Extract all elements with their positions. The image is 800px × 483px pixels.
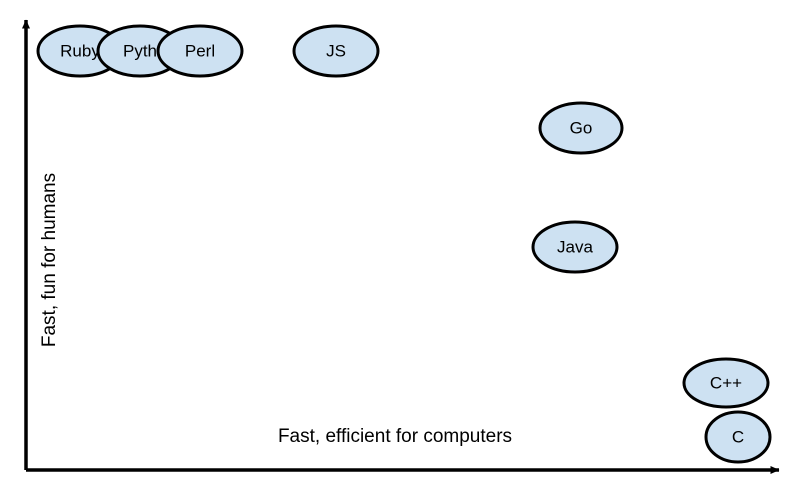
x-axis-label: Fast, efficient for computers — [278, 426, 512, 447]
y-axis-label: Fast, fun for humans — [39, 173, 60, 347]
data-point-ellipse — [292, 24, 380, 78]
data-point-c[interactable]: C — [704, 410, 772, 464]
data-point-ellipse — [538, 101, 624, 155]
data-point-ellipse — [531, 220, 619, 274]
data-point-label: Perl — [185, 41, 215, 60]
data-point-label: JS — [326, 41, 346, 60]
data-point-go[interactable]: Go — [538, 101, 624, 155]
data-point-label: Go — [570, 118, 593, 137]
data-point-perl[interactable]: Perl — [156, 24, 244, 78]
data-point-label: C++ — [710, 373, 742, 392]
data-point-pyth[interactable]: Pyth — [96, 24, 184, 78]
data-point-ruby[interactable]: Ruby — [36, 24, 124, 78]
data-point-js[interactable]: JS — [292, 24, 380, 78]
data-point-label: Java — [557, 237, 593, 256]
data-point-ellipse — [704, 410, 772, 464]
data-point-label: Pyth — [123, 41, 157, 60]
data-point-c[interactable]: C++ — [682, 357, 770, 409]
data-point-ellipse — [156, 24, 244, 78]
data-point-java[interactable]: Java — [531, 220, 619, 274]
data-point-label: Ruby — [60, 41, 100, 60]
data-point-ellipse — [682, 357, 770, 409]
data-point-label: C — [732, 427, 744, 446]
